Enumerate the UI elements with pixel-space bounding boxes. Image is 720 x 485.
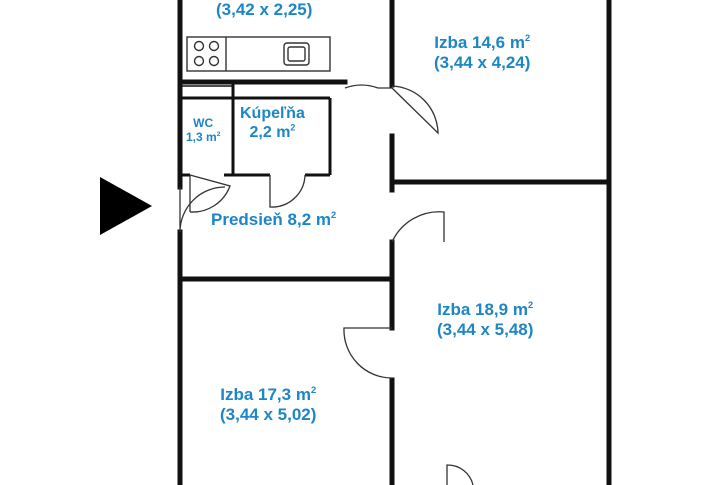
room-bottom-left-name: Izba 17,3 m2 xyxy=(220,385,317,404)
door-top-right xyxy=(344,84,392,89)
door-bathroom xyxy=(269,174,306,208)
kitchen-label: (3,42 x 2,25) xyxy=(216,0,312,20)
room-top-right-name: Izba 14,6 m2 xyxy=(434,33,531,52)
sink-icon xyxy=(283,42,310,66)
walls xyxy=(177,0,612,485)
room-mid-right-name: Izba 18,9 m2 xyxy=(437,300,534,319)
door-wc xyxy=(189,174,231,213)
room-top-right-label: Izba 14,6 m2 (3,44 x 4,24) xyxy=(434,33,530,73)
arrow-right-icon xyxy=(100,177,152,235)
bathroom-label: Kúpeľňa 2,2 m2 xyxy=(240,105,305,143)
doors xyxy=(179,84,474,485)
door-mid-right xyxy=(391,211,445,243)
room-mid-right-dims: (3,44 x 5,48) xyxy=(437,320,534,340)
room-bottom-left-dims: (3,44 x 5,02) xyxy=(220,405,317,425)
room-top-right-dims: (3,44 x 4,24) xyxy=(434,53,531,73)
wc-area: 1,3 m2 xyxy=(186,130,221,145)
door-bottom xyxy=(446,464,474,485)
bathroom-name: Kúpeľňa xyxy=(240,105,305,122)
hallway-name: Predsieň 8,2 m2 xyxy=(211,210,337,229)
hallway-label: Predsieň 8,2 m2 xyxy=(211,210,336,230)
bathroom-area: 2,2 m2 xyxy=(249,122,296,141)
kitchen-dims: (3,42 x 2,25) xyxy=(216,0,313,19)
door-bottom-left xyxy=(343,327,393,379)
door-entrance xyxy=(179,186,226,233)
wc-name: WC xyxy=(193,116,214,130)
room-mid-right-label: Izba 18,9 m2 (3,44 x 5,48) xyxy=(437,300,533,340)
kitchen-counter xyxy=(186,36,331,72)
bathroom-walls xyxy=(182,84,332,177)
wc-label: WC 1,3 m2 xyxy=(186,116,220,144)
stove-icon xyxy=(193,40,220,67)
room-bottom-left-label: Izba 17,3 m2 (3,44 x 5,02) xyxy=(220,385,316,425)
